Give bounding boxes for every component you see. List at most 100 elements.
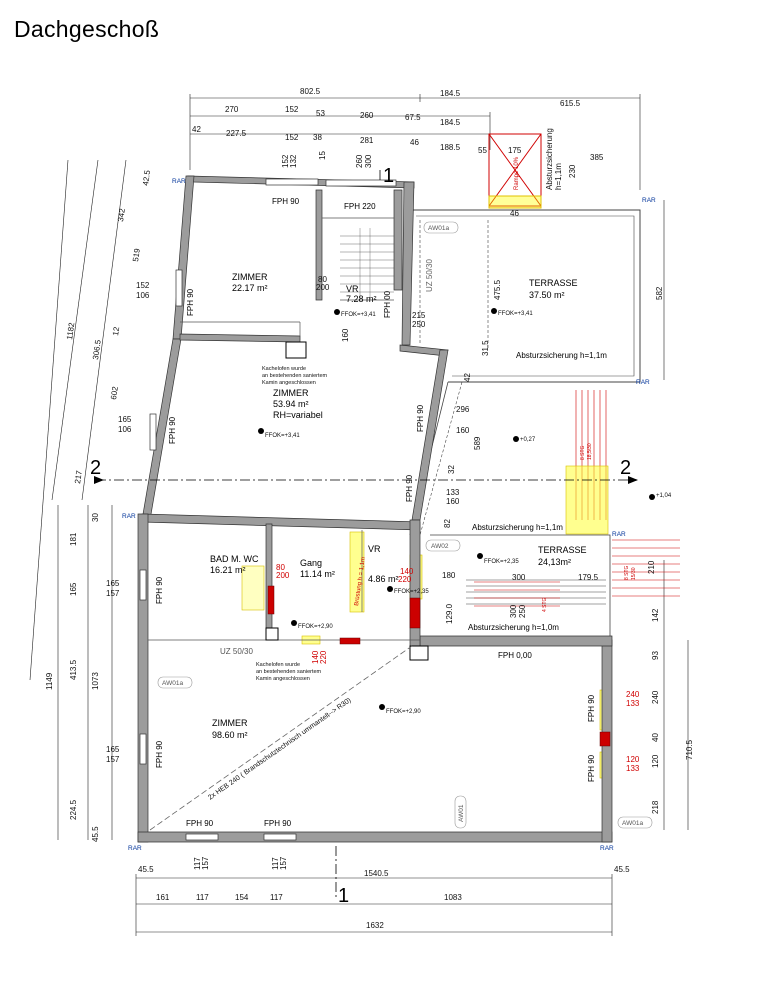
dim-v-300: 300 bbox=[364, 154, 373, 168]
dim-bot-v157a: 157 bbox=[201, 856, 210, 870]
dim-46: 46 bbox=[510, 209, 519, 218]
dim-top-615: 615.5 bbox=[560, 99, 581, 108]
dim-left-45: 45.5 bbox=[91, 826, 100, 842]
dim-left-1073: 1073 bbox=[91, 672, 100, 690]
label-fph90-bad: FPH 90 bbox=[155, 576, 164, 604]
kachel1-line2: an bestehenden saniertem bbox=[262, 373, 328, 379]
label-absturz-1: Absturzsicherung h=1,1m bbox=[516, 351, 607, 360]
ffok-vr2: FFOK=+2,35 bbox=[394, 589, 429, 595]
dim-right-120: 120 bbox=[651, 754, 660, 768]
label-fph90-z2l: FPH 90 bbox=[168, 416, 177, 444]
kachel2-line1: Kachelofen wurde bbox=[256, 662, 300, 668]
kachel1-line1: Kachelofen wurde bbox=[262, 366, 306, 372]
dim-bot-161: 161 bbox=[156, 893, 170, 902]
label-fph90-z1: FPH 90 bbox=[186, 288, 195, 316]
ffok-gang: FFOK=+2,90 bbox=[298, 624, 333, 630]
dim-bot-117a: 117 bbox=[196, 893, 209, 902]
room-zimmer2-note: RH=variabel bbox=[273, 410, 323, 420]
dim-left-602: 602 bbox=[109, 385, 120, 400]
dim-250b: 250 bbox=[518, 604, 527, 618]
dim-right-218: 218 bbox=[651, 800, 660, 814]
label-absturz-3: Absturzsicherung h=1,0m bbox=[468, 623, 559, 632]
label-fph220: FPH 220 bbox=[344, 202, 376, 211]
dim-42b: 42 bbox=[463, 373, 472, 382]
level-markers bbox=[258, 308, 655, 710]
room-vr1-name: VR bbox=[346, 284, 359, 294]
label-uz-top: UZ 50/30 bbox=[425, 259, 434, 292]
dim-red-80: 80 bbox=[276, 563, 285, 572]
dimension-lines-right bbox=[663, 200, 689, 830]
dim-left-106: 106 bbox=[136, 291, 150, 300]
dim-bot-v157b: 157 bbox=[279, 856, 288, 870]
label-fph00: FPH 00 bbox=[383, 290, 392, 318]
level-027: +0,27 bbox=[520, 437, 536, 443]
rar-6: RAR bbox=[128, 845, 142, 852]
dim-v-152: 152 bbox=[281, 154, 290, 168]
label-fph90-z3: FPH 90 bbox=[155, 740, 164, 768]
dim-r2-152: 152 bbox=[285, 105, 299, 114]
dim-left-152: 152 bbox=[136, 281, 150, 290]
dim-r2-260: 260 bbox=[360, 111, 374, 120]
dim-right-710: 710.5 bbox=[685, 739, 694, 760]
dim-200a: 200 bbox=[316, 283, 330, 292]
section-1-bottom: 1 bbox=[338, 885, 349, 907]
rar-2: RAR bbox=[642, 197, 656, 204]
stair-upper bbox=[340, 235, 394, 293]
dimension-lines-left bbox=[29, 159, 127, 840]
section-lines bbox=[96, 170, 636, 900]
dim-right-93: 93 bbox=[651, 651, 660, 660]
dim-r2-53: 53 bbox=[316, 109, 325, 118]
dim-left-157: 157 bbox=[106, 589, 120, 598]
room-zimmer2-area: 53.94 m² bbox=[273, 399, 309, 409]
room-vr1-area: 7.28 m² bbox=[346, 294, 377, 304]
section-2-right: 2 bbox=[620, 457, 631, 479]
label-absturz-2: Absturzsicherung h=1,1m bbox=[472, 523, 563, 532]
stg-label-2: 8 STG bbox=[624, 565, 630, 580]
dim-bot-1540: 1540.5 bbox=[364, 869, 389, 878]
dim-red-133a: 133 bbox=[626, 699, 640, 708]
dim-r3-42: 42 bbox=[192, 125, 201, 134]
room-zimmer1-name: ZIMMER bbox=[232, 272, 268, 282]
dim-80a: 80 bbox=[318, 275, 327, 284]
level-104: +1,04 bbox=[656, 493, 672, 499]
dim-left-342: 342 bbox=[116, 207, 127, 222]
room-gang-area: 11.14 m² bbox=[300, 569, 335, 579]
dim-160a: 160 bbox=[341, 328, 350, 342]
dim-red-240: 240 bbox=[626, 690, 640, 699]
dim-bot-154: 154 bbox=[235, 893, 249, 902]
dim-right-40: 40 bbox=[651, 733, 660, 742]
section-1-top: 1 bbox=[383, 165, 394, 187]
stg-label-2b: 15/30 bbox=[631, 567, 637, 580]
label-fph90-top: FPH 90 bbox=[272, 197, 300, 206]
dim-bot-v117b: 117 bbox=[271, 857, 280, 870]
room-vr2-name: VR bbox=[368, 544, 381, 554]
dim-right-582: 582 bbox=[655, 286, 664, 300]
stg-label-1: 8 STG bbox=[580, 445, 586, 460]
label-fph90-b1: FPH 90 bbox=[186, 819, 214, 828]
dim-left-42: 42.5 bbox=[141, 169, 152, 186]
dim-left-165: 165 bbox=[118, 415, 132, 424]
dim-300b: 300 bbox=[509, 604, 518, 618]
stg-label-3: 4 STG bbox=[542, 597, 548, 612]
dim-179: 179.5 bbox=[578, 573, 599, 582]
room-terrasse2-name: TERRASSE bbox=[538, 545, 587, 555]
section-arrow-right bbox=[628, 476, 638, 484]
dim-left-165d: 165 bbox=[106, 745, 120, 754]
dim-589: 589 bbox=[473, 436, 482, 450]
ffok-zimmer3: FFOK=+2,90 bbox=[386, 709, 421, 715]
dim-red-140a: 140 bbox=[400, 567, 414, 576]
label-fph000: FPH 0,00 bbox=[498, 651, 532, 660]
room-terrasse2-area: 24,13m² bbox=[538, 557, 571, 567]
kachel1-line3: Kamin angeschlossen bbox=[262, 380, 316, 386]
dim-r3-38: 38 bbox=[313, 133, 322, 142]
room-bad-name: BAD M. WC bbox=[210, 554, 259, 564]
dim-r3-385: 385 bbox=[590, 153, 604, 162]
tag-aw02: AW02 bbox=[431, 543, 449, 550]
label-fph90-r1: FPH 90 bbox=[587, 694, 596, 722]
room-bad-area: 16.21 m² bbox=[210, 565, 246, 575]
dim-r3-281: 281 bbox=[360, 136, 374, 145]
dim-133: 133 bbox=[446, 488, 460, 497]
section-2-left: 2 bbox=[90, 457, 101, 479]
dimension-lines-top bbox=[189, 94, 641, 190]
ffok-terrasse1: FFOK=+3,41 bbox=[498, 311, 533, 317]
